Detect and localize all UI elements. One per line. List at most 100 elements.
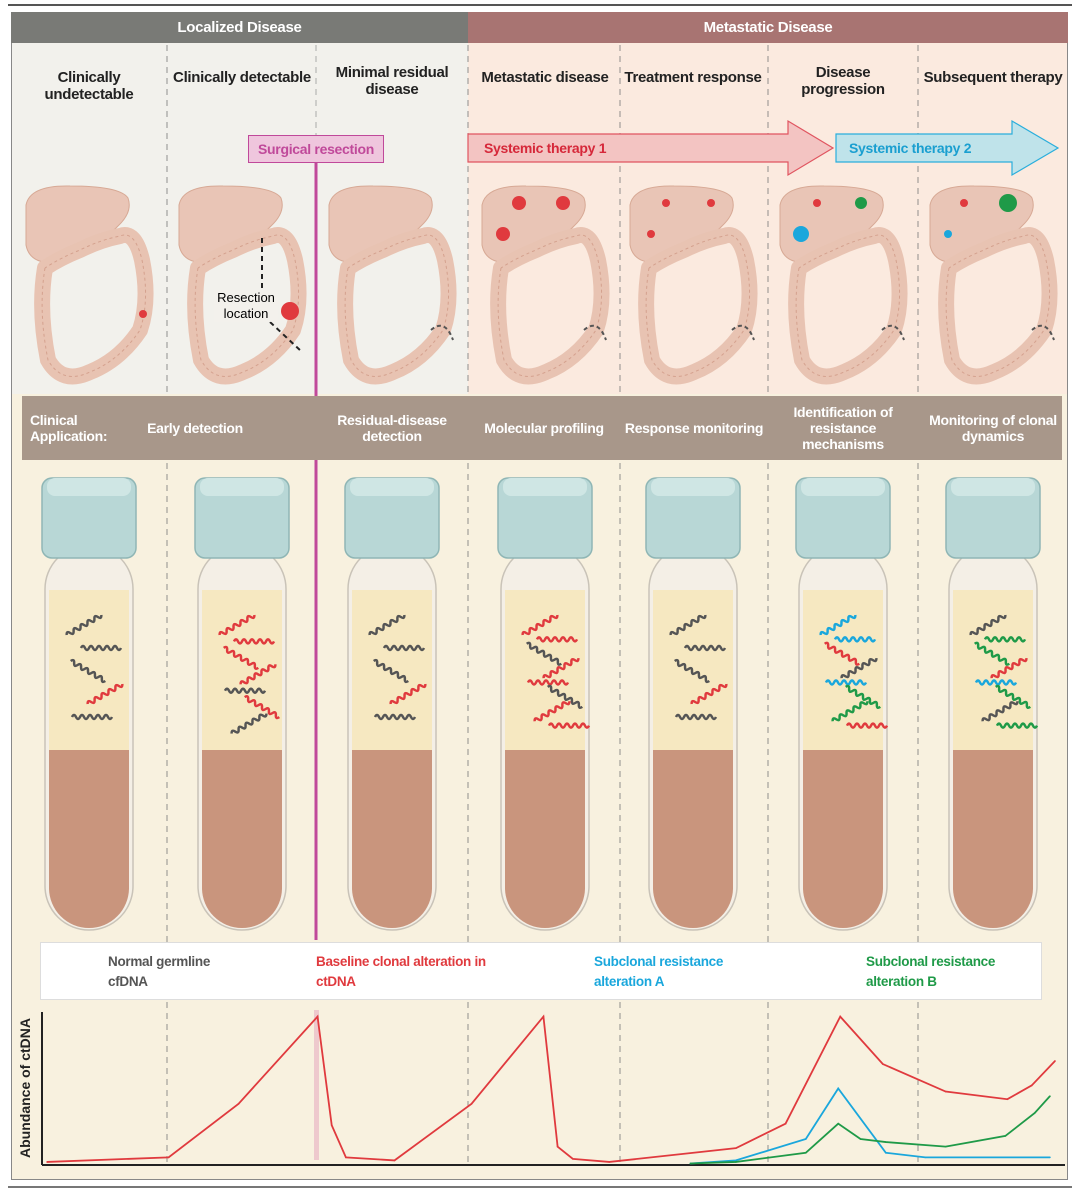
tube-cap-top (801, 478, 885, 496)
dna-fragment (669, 614, 707, 636)
dna-fragment (683, 644, 727, 652)
surgical-resection-label: Surgical resection (248, 135, 384, 163)
dna-fragment (79, 644, 123, 652)
liver-colon-illustration (25, 185, 154, 385)
dna-fragment (823, 641, 861, 666)
dna-fragment (526, 679, 570, 686)
stage-label: Metastatic disease (481, 69, 609, 86)
anastomosis-mark (583, 324, 607, 341)
tumor-dot-red (139, 310, 147, 318)
colon-outline (795, 234, 901, 377)
data-point (1006, 1098, 1009, 1101)
anastomosis-mark (731, 324, 755, 341)
dna-fragment (533, 701, 571, 722)
colon (938, 227, 1058, 385)
tumor-dot-red (281, 302, 299, 320)
dna-fragment (525, 641, 563, 666)
data-point (1049, 1156, 1051, 1159)
tube-cap-top (350, 478, 434, 496)
dna-fragment (547, 722, 591, 729)
tumor-dot-red (662, 199, 670, 207)
data-point (1049, 1095, 1051, 1097)
liver-colon-illustration (328, 185, 457, 385)
bottom-rule (8, 1186, 1072, 1188)
colon (638, 227, 758, 385)
top-rule (8, 4, 1072, 6)
data-point (784, 1122, 787, 1125)
tumor-dot-blue (944, 230, 952, 238)
y-axis-label-wrap: Abundance of ctDNA (12, 1010, 38, 1166)
clinical-application-item: Monitoring of clonal dynamics (929, 412, 1057, 444)
dna-fragment (230, 713, 268, 734)
tumor-dot-red (960, 199, 968, 207)
data-point (805, 1151, 807, 1154)
dna-fragment (222, 645, 260, 670)
dna-fragment (833, 636, 877, 643)
y-axis-label: Abundance of ctDNA (17, 1018, 33, 1158)
anastomosis-mark (881, 324, 905, 341)
data-point (885, 1151, 887, 1154)
colon-outline (344, 234, 450, 377)
data-point (1054, 1060, 1056, 1062)
tube-cap-top (503, 478, 587, 496)
data-point (839, 1015, 842, 1018)
resection-location-label: Resection location (214, 290, 278, 322)
data-point (837, 1122, 840, 1125)
blood-tube (945, 477, 1041, 931)
dna-fragment (819, 614, 857, 636)
liver-colon-illustration (481, 185, 610, 385)
tube-cap-top (951, 478, 1035, 496)
tumor-dot-red (707, 199, 715, 207)
blood-tube (795, 477, 891, 931)
dna-fragment (243, 695, 281, 720)
stage-label: Subsequent therapy (923, 69, 1063, 86)
blood-cell-layer (505, 750, 585, 928)
data-point (1004, 1135, 1007, 1137)
dna-fragment (831, 701, 869, 722)
plasma-layer (202, 590, 282, 750)
plasma-layer (803, 590, 883, 750)
data-point (881, 1063, 884, 1065)
clinical-application-label: Clinical Application: (30, 412, 108, 444)
dna-fragment (218, 614, 256, 636)
colon-outline (497, 234, 603, 377)
metastatic-disease-header: Metastatic Disease (468, 12, 1068, 43)
tumor-dot-blue (793, 226, 809, 242)
data-point (167, 1156, 170, 1159)
dna-fragment (994, 684, 1032, 709)
clinical-application-item: Molecular profiling (484, 420, 604, 436)
data-point (237, 1103, 240, 1105)
dna-fragment (69, 658, 107, 684)
systemic-therapy-2-label: Systemic therapy 2 (849, 140, 972, 156)
dna-fragment (974, 679, 1018, 686)
dna-fragment (824, 679, 868, 686)
dna-fragment (973, 641, 1011, 666)
tumor-dot-green (999, 194, 1017, 212)
localized-disease-header: Localized Disease (11, 12, 468, 43)
colon-outline (945, 234, 1051, 377)
dna-fragment (223, 687, 267, 694)
data-point (345, 1156, 347, 1159)
dna-fragment (674, 713, 718, 721)
systemic-therapy-1-label: Systemic therapy 1 (484, 140, 607, 156)
colon (337, 227, 457, 385)
tumor-dot-red (512, 196, 526, 210)
dna-fragment (845, 722, 889, 729)
stage-label: Clinically detectable (173, 69, 311, 86)
legend-item: Normal germline cfDNA (108, 954, 211, 989)
blood-cell-layer (202, 750, 282, 928)
data-point (1033, 1112, 1036, 1114)
colon (490, 227, 610, 385)
anastomosis-mark (430, 324, 454, 341)
data-point (330, 1124, 333, 1127)
anastomosis-mark (1031, 324, 1055, 341)
data-point (46, 1161, 48, 1163)
blood-cell-layer (803, 750, 883, 928)
series-line-1 (690, 1086, 1050, 1165)
series-line-0 (47, 1014, 1056, 1163)
dna-fragment (840, 658, 878, 679)
dna-fragment (70, 713, 114, 721)
systemic-therapy-2-arrow (835, 119, 1060, 177)
